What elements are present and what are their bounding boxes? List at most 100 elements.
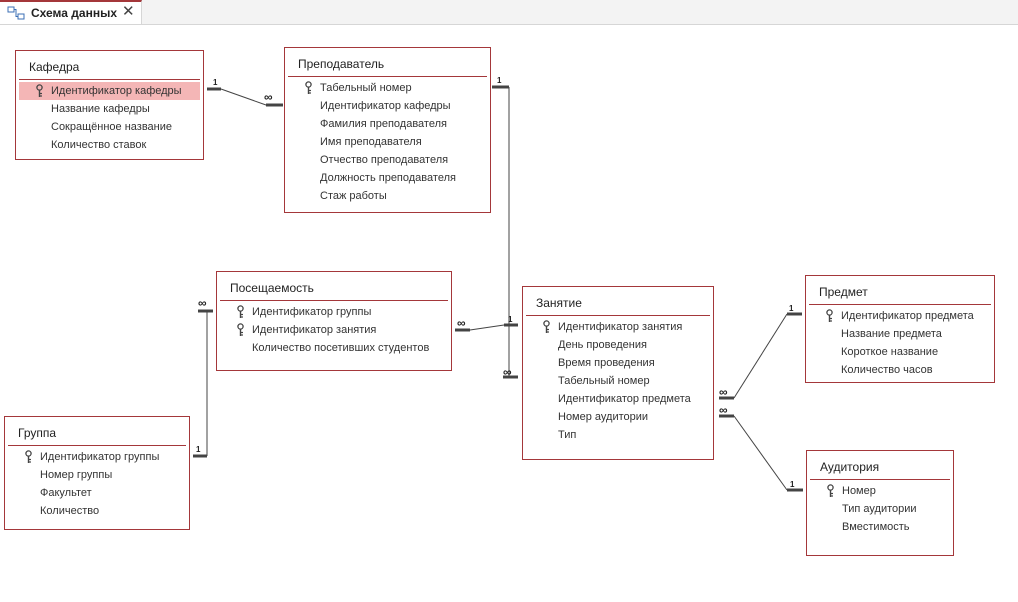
field-row[interactable]: Фамилия преподавателя xyxy=(288,115,487,133)
document-tab-bar: Схема данных ✕ xyxy=(0,0,1018,25)
field-row[interactable]: Должность преподавателя xyxy=(288,169,487,187)
key-icon xyxy=(543,320,550,333)
field-name: Идентификатор группы xyxy=(40,451,160,463)
field-name: Фамилия преподавателя xyxy=(320,118,447,130)
table-title: Предмет xyxy=(819,285,868,299)
tab-data-schema[interactable]: Схема данных ✕ xyxy=(0,0,142,24)
divider xyxy=(810,479,950,480)
field-row[interactable]: Идентификатор предмета xyxy=(526,390,710,408)
table-title: Посещаемость xyxy=(230,281,314,295)
field-name: Идентификатор предмета xyxy=(841,310,974,322)
key-icon xyxy=(827,484,834,497)
field-row[interactable]: Количество xyxy=(8,502,186,520)
key-icon xyxy=(305,81,312,94)
field-name: Табельный номер xyxy=(320,82,412,94)
field-name: Номер группы xyxy=(40,469,113,481)
field-name: Идентификатор предмета xyxy=(558,393,691,405)
field-row[interactable]: Идентификатор кафедры xyxy=(19,82,200,100)
divider xyxy=(19,79,200,80)
divider xyxy=(220,300,448,301)
field-row[interactable]: Тип xyxy=(526,426,710,444)
field-name: Стаж работы xyxy=(320,190,387,202)
field-row[interactable]: Табельный номер xyxy=(526,372,710,390)
key-icon xyxy=(237,305,244,318)
field-name: Название кафедры xyxy=(51,103,150,115)
field-row[interactable]: Номер аудитории xyxy=(526,408,710,426)
divider xyxy=(809,304,991,305)
field-row[interactable]: Факультет xyxy=(8,484,186,502)
field-name: Идентификатор кафедры xyxy=(320,100,451,112)
field-row[interactable]: Тип аудитории xyxy=(810,500,950,518)
key-icon xyxy=(36,84,43,97)
field-row[interactable]: Отчество преподавателя xyxy=(288,151,487,169)
field-row[interactable]: Идентификатор занятия xyxy=(526,318,710,336)
field-name: Тип xyxy=(558,429,577,441)
field-row[interactable]: Время проведения xyxy=(526,354,710,372)
close-icon[interactable]: ✕ xyxy=(122,3,135,20)
field-name: Количество ставок xyxy=(51,139,147,151)
field-name: День проведения xyxy=(558,339,647,351)
table-title: Группа xyxy=(18,426,57,440)
field-row[interactable]: Название предмета xyxy=(809,325,991,343)
field-name: Количество xyxy=(40,505,100,517)
table-title: Аудитория xyxy=(820,460,880,474)
field-row[interactable]: Короткое название xyxy=(809,343,991,361)
field-name: Идентификатор занятия xyxy=(252,324,377,336)
field-row[interactable]: Идентификатор предмета xyxy=(809,307,991,325)
relationships-icon xyxy=(7,6,25,20)
field-name: Должность преподавателя xyxy=(320,172,456,184)
field-row[interactable]: Количество посетивших студентов xyxy=(220,339,448,357)
field-name: Идентификатор группы xyxy=(252,306,372,318)
field-row[interactable]: Номер xyxy=(810,482,950,500)
field-name: Количество часов xyxy=(841,364,933,376)
field-name: Номер аудитории xyxy=(558,411,649,423)
field-name: Имя преподавателя xyxy=(320,136,422,148)
field-row[interactable]: День проведения xyxy=(526,336,710,354)
field-row[interactable]: Идентификатор кафедры xyxy=(288,97,487,115)
field-row[interactable]: Идентификатор группы xyxy=(220,303,448,321)
field-row[interactable]: Вместимость xyxy=(810,518,950,536)
field-name: Отчество преподавателя xyxy=(320,154,449,166)
field-row[interactable]: Количество часов xyxy=(809,361,991,379)
table-title: Занятие xyxy=(536,296,582,310)
field-name: Сокращённое название xyxy=(51,121,173,133)
field-row[interactable]: Имя преподавателя xyxy=(288,133,487,151)
key-icon xyxy=(237,323,244,336)
field-row[interactable]: Идентификатор занятия xyxy=(220,321,448,339)
field-row[interactable]: Номер группы xyxy=(8,466,186,484)
field-name: Вместимость xyxy=(842,521,910,533)
divider xyxy=(288,76,487,77)
key-icon xyxy=(25,450,32,463)
key-icon xyxy=(826,309,833,322)
field-row[interactable]: Стаж работы xyxy=(288,187,487,205)
tab-title: Схема данных xyxy=(31,6,117,20)
field-row[interactable]: Сокращённое название xyxy=(19,118,200,136)
field-row[interactable]: Название кафедры xyxy=(19,100,200,118)
field-name: Тип аудитории xyxy=(842,503,917,515)
field-name: Идентификатор занятия xyxy=(558,321,683,333)
field-row[interactable]: Идентификатор группы xyxy=(8,448,186,466)
field-row[interactable]: Количество ставок xyxy=(19,136,200,154)
field-name: Количество посетивших студентов xyxy=(252,342,430,354)
field-row[interactable]: Табельный номер xyxy=(288,79,487,97)
field-name: Факультет xyxy=(40,487,92,499)
field-name: Короткое название xyxy=(841,346,939,358)
divider xyxy=(8,445,186,446)
field-name: Название предмета xyxy=(841,328,942,340)
divider xyxy=(526,315,710,316)
field-name: Идентификатор кафедры xyxy=(51,85,182,97)
field-name: Табельный номер xyxy=(558,375,650,387)
